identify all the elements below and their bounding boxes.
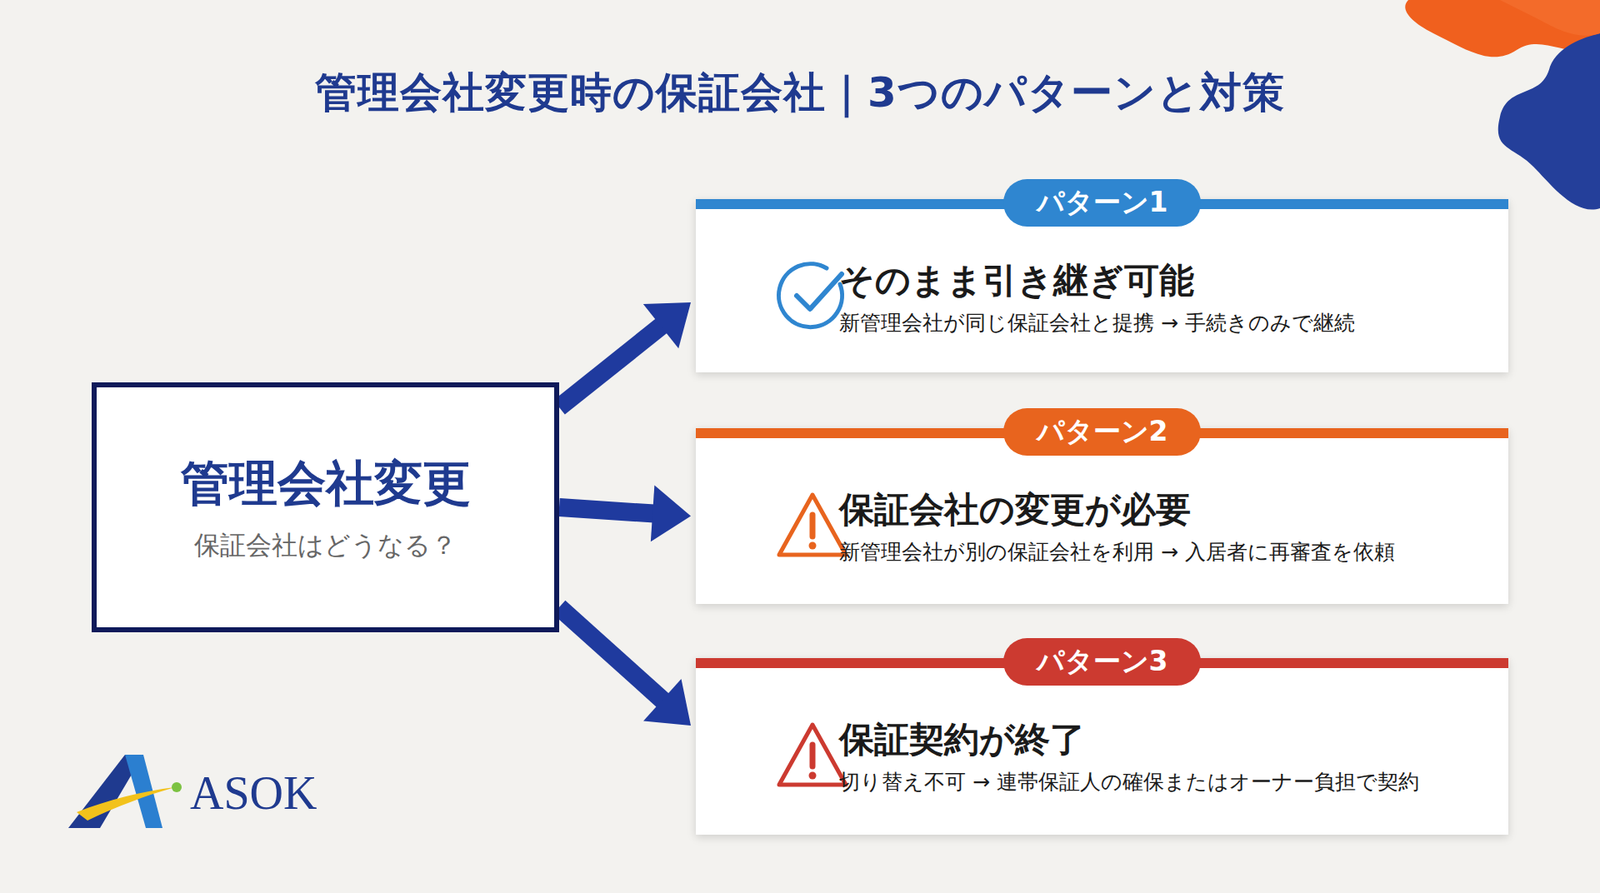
card-icon — [775, 488, 850, 564]
warning-icon — [775, 718, 850, 794]
logo-mark — [68, 755, 182, 829]
pattern-tab: パターン2 — [1003, 408, 1202, 456]
pattern-card: パターン3保証契約が終了切り替え不可 → 連帯保証人の確保またはオーナー負担で契… — [695, 658, 1509, 835]
arrow-shaft — [559, 323, 665, 408]
card-body: 新管理会社が別の保証会社を利用 → 入居者に再審査を依頼 — [839, 538, 1395, 566]
start-box: 管理会社変更保証会社はどうなる？ — [91, 382, 560, 633]
box-heading: 管理会社変更 — [180, 451, 471, 517]
pattern-tab: パターン3 — [1003, 638, 1202, 686]
arrow-head — [650, 485, 691, 543]
pattern-card: パターン2保証会社の変更が必要新管理会社が別の保証会社を利用 → 入居者に再審査… — [695, 428, 1509, 605]
box-subtitle: 保証会社はどうなる？ — [194, 528, 457, 564]
pattern-card: パターン1そのまま引き継ぎ可能新管理会社が同じ保証会社と提携 → 手続きのみで継… — [695, 199, 1509, 373]
card-heading: 保証契約が終了 — [839, 716, 1085, 764]
corner-blob-blue — [1498, 33, 1600, 210]
logo-text: ASOK — [190, 766, 317, 820]
arrow-shaft — [559, 607, 666, 704]
diagram-title: 管理会社変更時の保証会社｜3つのパターンと対策 — [0, 65, 1600, 121]
card-heading: 保証会社の変更が必要 — [839, 486, 1191, 534]
card-heading: そのまま引き継ぎ可能 — [839, 257, 1195, 305]
flow-arrow — [559, 302, 691, 408]
arrow-head — [643, 679, 691, 726]
pattern-tab: パターン1 — [1003, 179, 1202, 227]
check-icon — [775, 259, 850, 335]
card-body: 切り替え不可 → 連帯保証人の確保またはオーナー負担で契約 — [839, 768, 1420, 796]
card-body: 新管理会社が同じ保証会社と提携 → 手続きのみで継続 — [839, 309, 1355, 337]
flow-arrow — [559, 607, 691, 726]
arrow-head — [643, 302, 691, 349]
warning-icon — [775, 488, 850, 564]
flow-arrow — [559, 485, 691, 543]
arrow-shaft — [559, 507, 658, 515]
card-icon — [775, 259, 850, 335]
card-icon — [775, 718, 850, 794]
corner-blob-orange-edge — [1500, 0, 1600, 36]
